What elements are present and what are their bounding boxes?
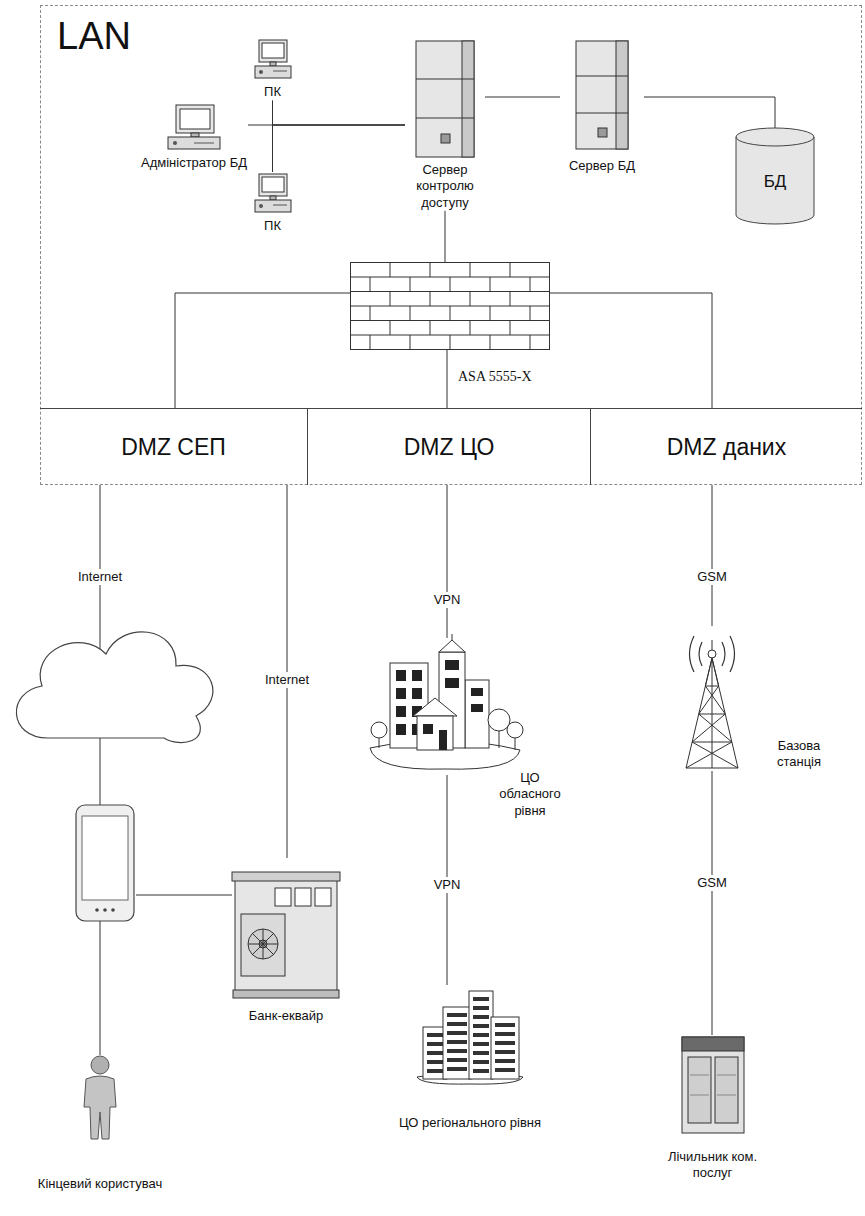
local-center-node: ЦО регіонального рівня — [395, 985, 545, 1131]
connector-line — [712, 485, 713, 626]
connector-line — [175, 293, 350, 408]
person-icon — [80, 1055, 120, 1140]
city-icon — [365, 638, 525, 773]
dmz-zone: DMZ ЦО — [307, 408, 590, 485]
lan-region: LAN ПК Адміністратор БД ПК Сервер контролю д… — [40, 5, 862, 485]
town-icon — [415, 985, 525, 1085]
connector-label: VPN — [431, 592, 464, 608]
node-label: Банк-еквайр — [225, 1008, 347, 1024]
node-label: ASA 5555-X — [458, 368, 568, 386]
connector-label: Internet — [262, 672, 312, 688]
connector-line — [712, 771, 713, 1035]
bank-node: Банк-еквайр — [225, 858, 347, 1024]
node-label: Адміністратор БД — [140, 155, 248, 171]
connector-line — [447, 485, 448, 638]
connector-label: GSM — [694, 569, 730, 585]
node-label: Сервер БД — [560, 158, 644, 174]
region-title: LAN — [57, 14, 131, 58]
connector-line — [445, 211, 446, 262]
connector-line — [644, 97, 775, 128]
zone-label: DMZ даних — [667, 433, 786, 461]
firewall-node: ASA 5555-X — [350, 262, 550, 350]
wall-icon — [350, 262, 550, 350]
tower-icon — [672, 626, 752, 771]
bank-icon — [231, 858, 341, 1000]
phone-bank-link — [136, 895, 232, 896]
utility-meter-node: Лічильник ком. послуг — [650, 1035, 775, 1182]
node-label: Базова станція — [764, 738, 834, 771]
connector-label: Internet — [75, 569, 125, 585]
pc-icon — [253, 38, 293, 80]
server-icon — [573, 40, 631, 150]
pc-node: ПК — [250, 38, 295, 100]
end-user-node: Кінцевий користувач — [35, 1055, 165, 1192]
server-node: Сервер БД — [560, 40, 644, 174]
meter-icon — [680, 1035, 746, 1135]
database-cylinder: БД — [735, 128, 815, 225]
pc-icon — [253, 172, 293, 214]
node-label: ЦО обласного рівня — [490, 770, 570, 819]
internet-cloud — [16, 632, 212, 743]
pc-node: ПК — [250, 172, 295, 234]
server-icon — [413, 40, 477, 158]
admin-workstation: Адміністратор БД — [140, 103, 248, 171]
zone-label: DMZ СЕП — [121, 433, 226, 461]
connector-label: VPN — [431, 877, 464, 893]
admin-icon — [166, 103, 222, 151]
base-station-node: Базова станція — [672, 626, 752, 771]
node-label: ПК — [250, 84, 295, 100]
zone-label: DMZ ЦО — [404, 433, 495, 461]
node-label: Лічильник ком. послуг — [650, 1149, 775, 1182]
node-label: Сервер контролю доступу — [405, 162, 485, 211]
node-label: ПК — [250, 218, 295, 234]
connector-line — [447, 350, 448, 408]
connector-line — [550, 293, 712, 408]
smartphone-icon — [76, 805, 134, 921]
connector-line — [273, 100, 406, 125]
node-label: ЦО регіонального рівня — [395, 1115, 545, 1131]
dmz-zone: DMZ СЕП — [40, 408, 307, 485]
database-label: БД — [764, 171, 787, 192]
dmz-zone: DMZ даних — [590, 408, 862, 485]
server-node: Сервер контролю доступу — [405, 40, 485, 211]
connector-line — [485, 97, 560, 98]
node-label: Кінцевий користувач — [35, 1176, 165, 1192]
connector-line — [273, 125, 406, 172]
regional-center-node: ЦО обласного рівня — [365, 638, 525, 775]
connector-label: GSM — [694, 875, 730, 891]
